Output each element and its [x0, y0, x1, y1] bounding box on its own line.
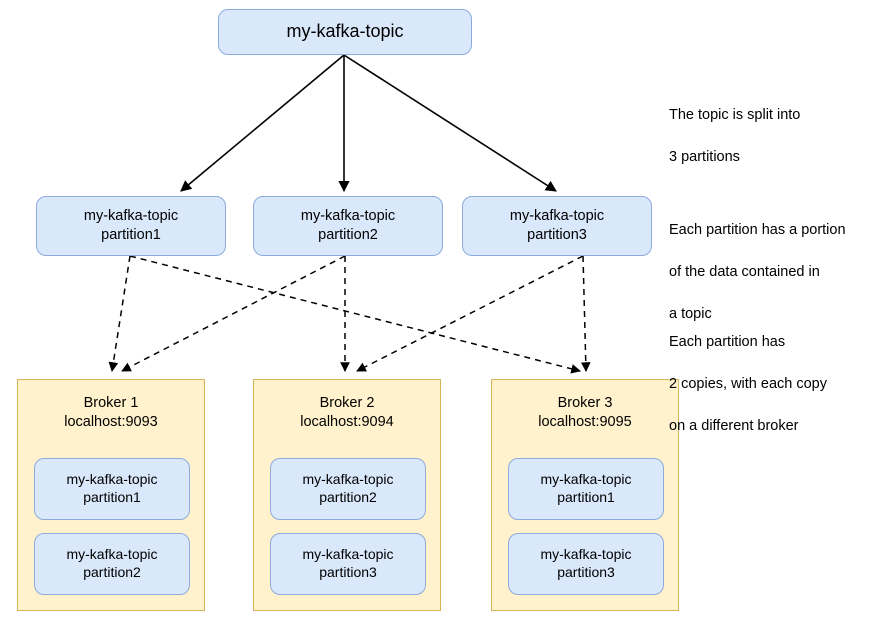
broker-2-address: localhost:9094 [300, 413, 394, 430]
broker-node-3[interactable]: Broker 3 localhost:9095 my-kafka-topic p… [491, 379, 679, 611]
partition-node-1-line1: my-kafka-topic [83, 208, 179, 225]
broker-1-replica-1[interactable]: my-kafka-topic partition1 [34, 458, 190, 520]
broker-1-replica-2-line1: my-kafka-topic [66, 546, 158, 563]
broker-3-replica-1-line2: partition1 [557, 489, 615, 505]
partition-node-2-line1: my-kafka-topic [300, 208, 396, 225]
annotation-replication-line2: 2 copies, with each copy [669, 376, 827, 393]
broker-1-replica-1-line2: partition1 [83, 489, 141, 505]
annotation-topic-split-line1: The topic is split into [669, 107, 801, 124]
broker-3-replica-1-line1: my-kafka-topic [540, 471, 632, 488]
partition-node-3[interactable]: my-kafka-topic partition3 [462, 196, 652, 256]
broker-1-header: Broker 1 localhost:9093 [18, 394, 204, 432]
annotation-partition-data-line3: a topic [669, 306, 712, 323]
annotation-partition-data-line2: of the data contained in [669, 264, 820, 281]
edge-partition1-to-broker1 [108, 255, 131, 372]
broker-node-2[interactable]: Broker 2 localhost:9094 my-kafka-topic p… [253, 379, 441, 611]
annotation-topic-split: The topic is split into 3 partitions [669, 84, 874, 189]
broker-3-replica-2-line1: my-kafka-topic [540, 546, 632, 563]
broker-2-name: Broker 2 [319, 395, 375, 411]
partition-node-3-line2: partition3 [527, 227, 587, 243]
partition-node-2-line2: partition2 [318, 227, 378, 243]
partition-node-2[interactable]: my-kafka-topic partition2 [253, 196, 443, 256]
partition-node-3-line1: my-kafka-topic [509, 208, 605, 225]
broker-3-replica-2[interactable]: my-kafka-topic partition3 [508, 533, 664, 595]
broker-2-replica-2[interactable]: my-kafka-topic partition3 [270, 533, 426, 595]
partition-node-1-line2: partition1 [101, 227, 161, 243]
topic-node[interactable]: my-kafka-topic [218, 9, 472, 55]
topic-label: my-kafka-topic [286, 21, 404, 42]
broker-3-address: localhost:9095 [538, 413, 632, 430]
annotation-replication: Each partition has 2 copies, with each c… [669, 311, 874, 458]
annotation-replication-line3: on a different broker [669, 418, 799, 435]
edge-partition3-to-broker2 [356, 255, 584, 372]
broker-2-replica-1[interactable]: my-kafka-topic partition2 [270, 458, 426, 520]
broker-3-header: Broker 3 localhost:9095 [492, 394, 678, 432]
broker-1-name: Broker 1 [83, 395, 139, 411]
broker-node-1[interactable]: Broker 1 localhost:9093 my-kafka-topic p… [17, 379, 205, 611]
broker-2-replica-2-line1: my-kafka-topic [302, 546, 394, 563]
edge-topic-to-partition1 [180, 54, 345, 192]
annotation-partition-data: Each partition has a portion of the data… [669, 199, 874, 346]
broker-1-address: localhost:9093 [64, 413, 158, 430]
broker-2-replica-1-line2: partition2 [319, 489, 377, 505]
broker-2-replica-1-line1: my-kafka-topic [302, 471, 394, 488]
annotation-partition-data-line1: Each partition has a portion [669, 222, 846, 239]
annotation-topic-split-line2: 3 partitions [669, 149, 740, 166]
broker-3-name: Broker 3 [557, 395, 613, 411]
broker-1-replica-2[interactable]: my-kafka-topic partition2 [34, 533, 190, 595]
partition-node-1[interactable]: my-kafka-topic partition1 [36, 196, 226, 256]
broker-2-header: Broker 2 localhost:9094 [254, 394, 440, 432]
annotation-replication-line1: Each partition has [669, 334, 786, 351]
broker-1-replica-2-line2: partition2 [83, 564, 141, 580]
edge-partition3-to-broker3 [580, 255, 591, 372]
broker-3-replica-2-line2: partition3 [557, 564, 615, 580]
broker-2-replica-2-line2: partition3 [319, 564, 377, 580]
edge-topic-to-partition3 [343, 54, 557, 192]
broker-1-replica-1-line1: my-kafka-topic [66, 471, 158, 488]
edge-partition2-to-broker1 [121, 255, 346, 372]
edge-partition1-to-broker3 [129, 255, 581, 374]
broker-3-replica-1[interactable]: my-kafka-topic partition1 [508, 458, 664, 520]
